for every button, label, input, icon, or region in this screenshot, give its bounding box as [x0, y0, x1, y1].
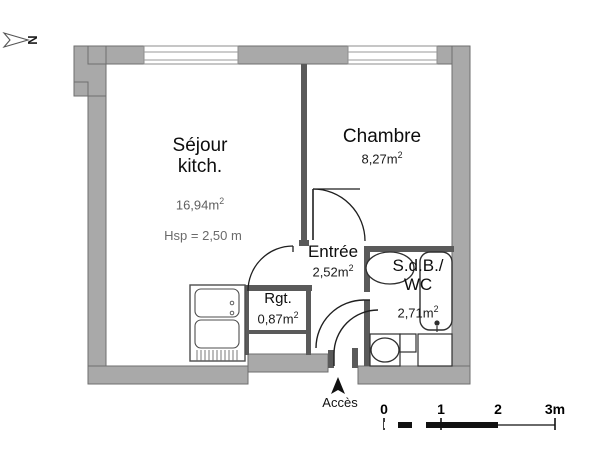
window-sejour [143, 45, 239, 65]
washbasin [365, 251, 415, 285]
scale-tick-2: 2 [494, 401, 502, 417]
room-area-entree-sup: 2 [348, 263, 354, 273]
kitchen-double-sink [189, 284, 246, 362]
toilet [369, 333, 453, 367]
room-hsp-sejour: Hsp = 2,50 m [164, 228, 242, 243]
room-area-sdb: 2,71m2 [370, 304, 466, 321]
room-label-sdb-name1: S.d.B./ [392, 256, 444, 275]
room-area-sdb-value: 2,71m [397, 305, 434, 321]
room-area-chambre-value: 8,27m [361, 151, 398, 167]
room-area-rgt-sup: 2 [293, 310, 299, 320]
scale-bar-graphic [383, 418, 556, 430]
up-arrow-icon [331, 377, 345, 394]
access-label: Accès [322, 395, 358, 410]
room-area-entree-value: 2,52m [312, 264, 349, 280]
room-label-sejour-name1: Séjour [172, 135, 228, 156]
room-label-sdb-name2: WC [403, 275, 433, 294]
scale-tick-3: 3m [544, 401, 566, 417]
scale-tick-1: 1 [437, 401, 445, 417]
north-label: N [25, 35, 41, 45]
room-area-chambre: 8,27m2 [322, 150, 442, 167]
room-area-sejour-sup: 2 [219, 196, 225, 206]
room-area-rgt: 0,87m2 [242, 310, 314, 327]
room-label-sejour-name2: kitch. [177, 156, 223, 177]
room-label-rgt-name1: Rgt. [264, 290, 292, 307]
room-area-chambre-sup: 2 [397, 150, 403, 160]
room-area-sejour-value: 16,94m [175, 197, 220, 213]
door-chambre [312, 188, 366, 242]
room-area-sejour: 16,94m2 [140, 196, 260, 213]
north-arrow-icon [2, 31, 30, 49]
room-area-sdb-sup: 2 [433, 304, 439, 314]
wall-notch [73, 45, 107, 97]
bathtub [419, 251, 453, 332]
scale-tick-0: 0 [380, 401, 388, 417]
door-sejour [247, 245, 294, 292]
room-area-entree: 2,52m2 [288, 263, 378, 280]
room-label-entree-name1: Entrée [307, 242, 359, 261]
door-sdb [315, 299, 370, 349]
window-chambre [347, 45, 438, 65]
door-entrance [333, 309, 379, 366]
room-area-rgt-value: 0,87m [257, 311, 294, 327]
room-label-chambre-name1: Chambre [342, 126, 422, 147]
